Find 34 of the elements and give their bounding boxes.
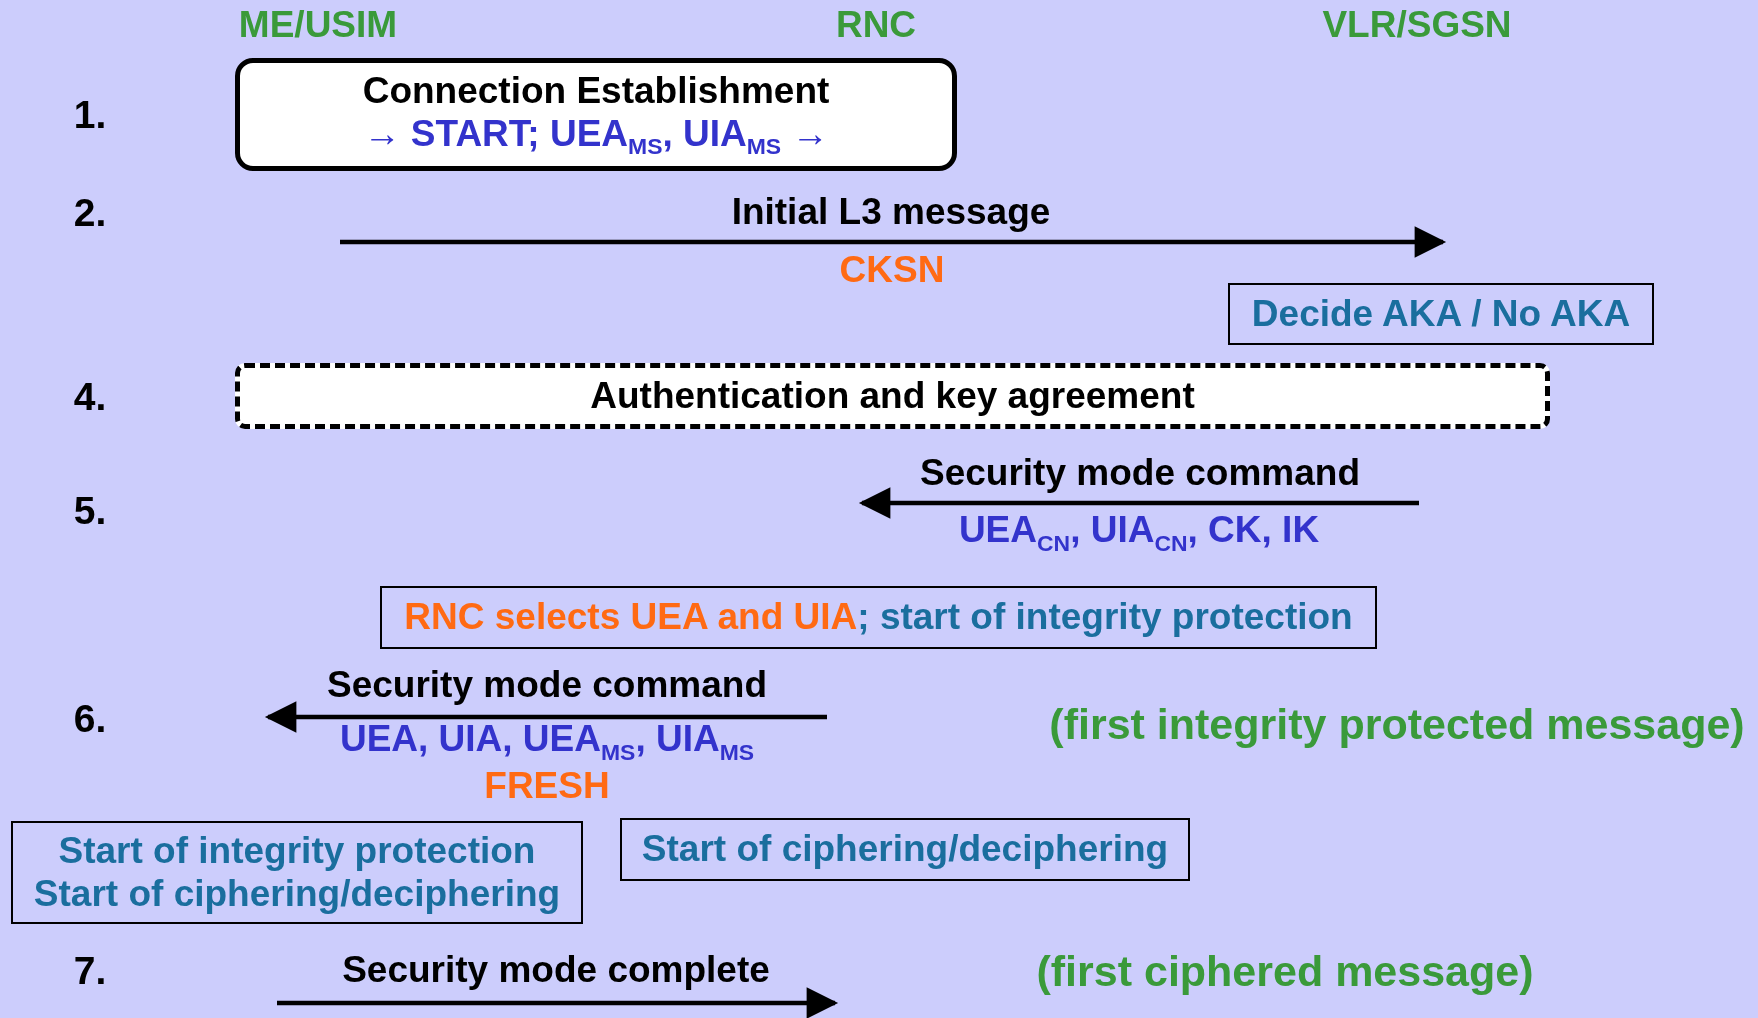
step-number: 1. <box>73 93 107 137</box>
lane-header: RNC <box>835 4 917 46</box>
lane-header: VLR/SGSN <box>1322 4 1512 46</box>
box-text: Authentication and key agreement <box>590 374 1195 418</box>
message-label: Security mode command <box>920 452 1360 494</box>
box-text: ; start of integrity protection <box>857 596 1353 639</box>
note-text: (first integrity protected message) <box>1049 699 1745 749</box>
dashed-process-box <box>235 363 1550 429</box>
box-text: Start of ciphering/deciphering <box>641 828 1169 871</box>
step-number: 5. <box>73 489 107 533</box>
box-text: → START; UEA$_{MS}$, UIA$_{MS}$ → <box>363 112 829 159</box>
message-parameter: CKSN <box>839 249 945 291</box>
message-label: Security mode complete <box>342 949 770 991</box>
box-text: Connection Establishment <box>362 70 830 113</box>
process-box <box>11 821 583 924</box>
message-label: Security mode command <box>327 664 767 706</box>
step-number: 7. <box>73 949 107 993</box>
box-text: RNC selects UEA and UIA <box>404 596 858 639</box>
lane-header: ME/USIM <box>238 4 398 46</box>
step-number: 4. <box>73 375 107 419</box>
box-text: Start of integrity protection <box>58 829 536 873</box>
step-number: 2. <box>73 191 107 235</box>
note-text: (first ciphered message) <box>1036 946 1534 996</box>
message-parameter: UEA$_{CN}$, UIA$_{CN}$, CK, IK <box>958 509 1320 557</box>
message-label: Initial L3 message <box>731 191 1051 233</box>
process-box <box>235 58 957 171</box>
process-box <box>620 818 1190 881</box>
process-box <box>1228 283 1654 345</box>
box-text: Decide AKA / No AKA <box>1251 292 1631 336</box>
message-parameter: UEA, UIA, UEA$_{MS}$, UIA$_{MS}$ <box>339 718 755 766</box>
box-text: Start of ciphering/deciphering <box>33 872 561 916</box>
step-number: 6. <box>73 697 107 741</box>
message-parameter: FRESH <box>484 765 610 807</box>
process-box <box>380 586 1377 649</box>
